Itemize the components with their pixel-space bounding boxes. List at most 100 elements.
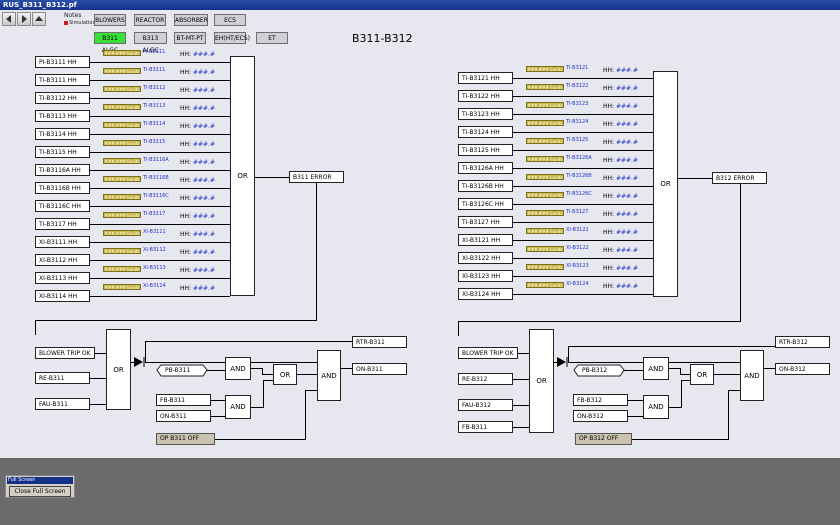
simulation-label: Simulation bbox=[69, 20, 96, 26]
left-hh-value: HH: ###.# bbox=[180, 51, 215, 58]
notes-label[interactable]: Notes bbox=[64, 12, 82, 19]
right-hh-value: HH: ###.# bbox=[603, 85, 638, 92]
right-tag-link[interactable]: XI-B3124 bbox=[566, 281, 589, 287]
right-blower-trip-box: BLOWER TRIP OK bbox=[458, 347, 518, 359]
left-value-badge: ###.### Eunits bbox=[103, 212, 141, 218]
right-input-box: TI-B3125 HH bbox=[458, 144, 513, 156]
right-value-badge: ###.### Eunits bbox=[526, 120, 564, 126]
right-tag-link[interactable]: TI-B3124 bbox=[566, 119, 589, 125]
left-input-box: TI-B3115 HH bbox=[35, 146, 90, 158]
left-op-off-button[interactable]: OP B311 OFF bbox=[156, 433, 215, 445]
right-value-badge: ###.### Eunits bbox=[526, 156, 564, 162]
sub-b311-algc-button[interactable]: B311 ALGC bbox=[94, 32, 126, 54]
left-input-box: TI-B3116A HH bbox=[35, 164, 90, 176]
back-button[interactable] bbox=[2, 12, 16, 26]
left-tag-link[interactable]: TI-B3113 bbox=[143, 103, 166, 109]
left-input-box: XI-B3111 HH bbox=[35, 236, 90, 248]
left-hh-value: HH: ###.# bbox=[180, 159, 215, 166]
left-tag-link[interactable]: TI-B3114 bbox=[143, 121, 166, 127]
right-tag-link[interactable]: XI-B3121 bbox=[566, 227, 589, 233]
left-value-badge: ###.### Eunits bbox=[103, 176, 141, 182]
left-value-badge: ###.### Eunits bbox=[103, 248, 141, 254]
right-op-off-button[interactable]: OP B312 OFF bbox=[575, 433, 632, 445]
sub-bt-mt-pt-button[interactable]: BT-MT-PT bbox=[174, 32, 206, 44]
left-bottom-or-gate: OR bbox=[106, 329, 131, 410]
left-tag-link[interactable]: XI-B3114 bbox=[143, 283, 166, 289]
right-value-badge: ###.### Eunits bbox=[526, 84, 564, 90]
nav-ecs-button[interactable]: ECS bbox=[214, 14, 246, 26]
left-tag-link[interactable]: TI-B3112 bbox=[143, 85, 166, 91]
left-value-badge: ###.### Eunits bbox=[103, 194, 141, 200]
left-or-gate-small: OR bbox=[273, 364, 297, 385]
nav-blowers-button[interactable]: BLOWERS bbox=[94, 14, 126, 26]
left-hh-value: HH: ###.# bbox=[180, 213, 215, 220]
left-value-badge: ###.### Eunits bbox=[103, 104, 141, 110]
sub-eh-button[interactable]: EH(HT/ECS) bbox=[214, 32, 250, 44]
left-hh-value: HH: ###.# bbox=[180, 123, 215, 130]
right-tag-link[interactable]: TI-B3122 bbox=[566, 83, 589, 89]
left-hh-value: HH: ###.# bbox=[180, 267, 215, 274]
left-input-box: TI-B3116C HH bbox=[35, 200, 90, 212]
right-tag-link[interactable]: TI-B3126B bbox=[566, 173, 592, 179]
left-re-box: RE-B311 bbox=[35, 372, 90, 384]
right-value-badge: ###.### Eunits bbox=[526, 66, 564, 72]
right-hh-value: HH: ###.# bbox=[603, 175, 638, 182]
right-tag-link[interactable]: TI-B3125 bbox=[566, 137, 589, 143]
left-input-box: TI-B3112 HH bbox=[35, 92, 90, 104]
left-blower-trip-box: BLOWER TRIP OK bbox=[35, 347, 95, 359]
left-hh-value: HH: ###.# bbox=[180, 105, 215, 112]
right-hh-value: HH: ###.# bbox=[603, 211, 638, 218]
left-value-badge: ###.### Eunits bbox=[103, 50, 141, 56]
left-tag-link[interactable]: TI-B3115 bbox=[143, 139, 166, 145]
right-value-badge: ###.### Eunits bbox=[526, 282, 564, 288]
left-tag-link[interactable]: TI-B3116A bbox=[143, 157, 169, 163]
right-or-gate-small: OR bbox=[690, 364, 714, 385]
right-value-badge: ###.### Eunits bbox=[526, 210, 564, 216]
right-input-box: TI-B3122 HH bbox=[458, 90, 513, 102]
nav-absorber-button[interactable]: ABSORBER bbox=[174, 14, 208, 26]
right-tag-link[interactable]: XI-B3122 bbox=[566, 245, 589, 251]
left-input-box: XI-B3113 HH bbox=[35, 272, 90, 284]
close-fullscreen-button[interactable]: Close Full Screen bbox=[9, 486, 71, 497]
right-tag-link[interactable]: TI-B3127 bbox=[566, 209, 589, 215]
right-tag-link[interactable]: XI-B3123 bbox=[566, 263, 589, 269]
right-input-box: TI-B3126C HH bbox=[458, 198, 513, 210]
right-hh-value: HH: ###.# bbox=[603, 283, 638, 290]
right-input-box: TI-B3126B HH bbox=[458, 180, 513, 192]
right-bottom-or-gate: OR bbox=[529, 329, 554, 433]
nav-reactor-button[interactable]: REACTOR bbox=[134, 14, 166, 26]
up-button[interactable] bbox=[32, 12, 46, 26]
left-hh-value: HH: ###.# bbox=[180, 285, 215, 292]
right-tag-link[interactable]: TI-B3121 bbox=[566, 65, 589, 71]
right-latch-arrow-icon bbox=[557, 357, 568, 367]
left-tag-link[interactable]: TI-B3116B bbox=[143, 175, 169, 181]
left-tag-link[interactable]: XI-B3111 bbox=[143, 229, 166, 235]
left-tag-link[interactable]: XI-B3113 bbox=[143, 265, 166, 271]
forward-button[interactable] bbox=[17, 12, 31, 26]
left-hh-value: HH: ###.# bbox=[180, 195, 215, 202]
right-tag-link[interactable]: TI-B3123 bbox=[566, 101, 589, 107]
left-tag-link[interactable]: PI-B3111 bbox=[143, 49, 166, 55]
left-tag-link[interactable]: TI-B3111 bbox=[143, 67, 166, 73]
simulation-dot-icon bbox=[64, 20, 68, 25]
left-fau-box: FAU-B311 bbox=[35, 398, 90, 410]
left-hh-value: HH: ###.# bbox=[180, 141, 215, 148]
page-title: B311-B312 bbox=[352, 32, 413, 45]
left-hh-value: HH: ###.# bbox=[180, 87, 215, 94]
left-hh-value: HH: ###.# bbox=[180, 249, 215, 256]
right-input-box: XI-B3124 HH bbox=[458, 288, 513, 300]
arrow-right-icon bbox=[22, 15, 27, 23]
sub-b313-algc-button[interactable]: B313 ALGC bbox=[134, 32, 167, 54]
right-tag-link[interactable]: TI-B3126C bbox=[566, 191, 592, 197]
right-hh-value: HH: ###.# bbox=[603, 139, 638, 146]
sub-et-button[interactable]: ET bbox=[256, 32, 288, 44]
right-pb-shape bbox=[573, 364, 625, 377]
hmi-canvas: Notes Simulation BLOWERS REACTOR ABSORBE… bbox=[0, 10, 840, 458]
right-value-badge: ###.### Eunits bbox=[526, 192, 564, 198]
right-input-box: TI-B3121 HH bbox=[458, 72, 513, 84]
window-title: RUS_B311_B312.pf bbox=[0, 0, 840, 10]
left-tag-link[interactable]: XI-B3112 bbox=[143, 247, 166, 253]
left-tag-link[interactable]: TI-B3116C bbox=[143, 193, 169, 199]
left-tag-link[interactable]: TI-B3117 bbox=[143, 211, 166, 217]
right-tag-link[interactable]: TI-B3126A bbox=[566, 155, 592, 161]
